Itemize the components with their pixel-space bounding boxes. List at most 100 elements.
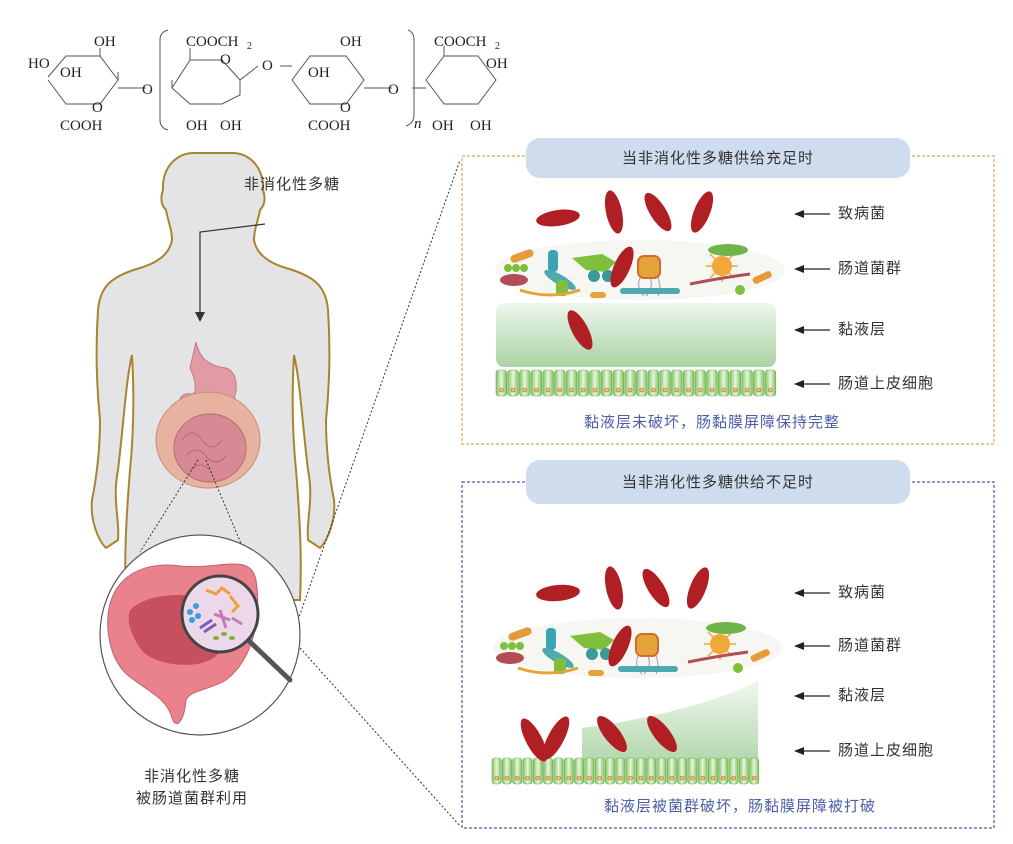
cell-nucleus [751, 775, 757, 781]
pathogen [608, 625, 632, 667]
cell-nucleus [627, 387, 633, 393]
pathogen [610, 246, 634, 288]
epithelial-cell [682, 369, 695, 397]
chem-label: OH [60, 65, 82, 81]
layer-label-microbiota: 肠道菌群 [794, 257, 902, 278]
cell-nucleus [522, 387, 528, 393]
epithelial-cell [615, 757, 626, 785]
cell-nucleus [576, 775, 582, 781]
chem-label: OH [340, 34, 362, 50]
pathogen [536, 209, 580, 227]
chem-label: OH [186, 118, 208, 134]
chem-label: OH [432, 118, 454, 134]
cell-nucleus [535, 775, 541, 781]
cell-nucleus [566, 775, 572, 781]
epithelial-cell [530, 369, 543, 397]
layer-label-pathogen: 致病菌 [794, 202, 886, 223]
cell-nucleus [510, 387, 516, 393]
epithelial-cell [697, 757, 708, 785]
chem-label: COOH [308, 118, 351, 134]
chem-label: OH [308, 65, 330, 81]
arrow-left-icon [794, 747, 830, 755]
cell-nucleus [651, 387, 656, 393]
cell-nucleus [741, 775, 747, 781]
panel-insufficient-illustration [491, 566, 783, 785]
chem-label: O [340, 100, 351, 116]
epithelial-cell [495, 369, 507, 397]
pathogen [686, 567, 710, 609]
pathogen [536, 584, 580, 602]
epithelial-cell [554, 369, 566, 397]
epithelial-cell [553, 757, 564, 785]
cell-nucleus [700, 775, 705, 781]
epithelial-cell [577, 369, 589, 397]
epithelial-cell [522, 757, 533, 785]
layer-label-text: 肠道上皮细胞 [838, 741, 935, 759]
epithelial-cell [764, 369, 777, 397]
epithelial-cell [694, 369, 706, 397]
layer-label-text: 黏液层 [838, 686, 887, 704]
epithelial-cell [563, 757, 574, 785]
epithelial-cell [677, 757, 687, 785]
layer-label-text: 肠道菌群 [838, 636, 903, 654]
epithelial-cell [635, 757, 646, 785]
layer-label-text: 肠道菌群 [838, 259, 903, 277]
epithelial-cell [656, 757, 667, 785]
cell-nucleus [697, 387, 703, 393]
cell-nucleus [768, 387, 773, 393]
panel-sufficient-illustration [495, 190, 785, 397]
panel-sufficient-caption: 黏液层未破坏，肠黏膜屏障保持完整 [584, 413, 841, 431]
arrow-left-icon [794, 265, 830, 273]
chem-label: O [142, 82, 153, 98]
pathogen [597, 715, 627, 753]
small-intestine [173, 413, 247, 483]
pathogen [642, 568, 670, 608]
chem-label: O [92, 100, 103, 116]
chem-label: OH [470, 118, 492, 134]
epithelial-cell [666, 757, 677, 785]
arrow-left-icon [794, 380, 830, 388]
cell-nucleus [534, 387, 539, 393]
cell-nucleus [690, 775, 695, 781]
epithelial-cell [501, 757, 512, 785]
epithelial-cell [749, 757, 760, 785]
epithelial-cell [659, 369, 671, 397]
panel-insufficient-title: 当非消化性多糖供给不足时 [526, 460, 910, 504]
mucus-layer-intact [496, 303, 776, 367]
epithelial-cell [729, 369, 741, 397]
epithelial-cell [741, 369, 753, 397]
layer-label-pathogen: 致病菌 [794, 581, 886, 602]
layer-label-epithelium: 肠道上皮细胞 [794, 739, 934, 760]
chem-label: COOCH [186, 34, 239, 50]
panel-insufficient-caption: 黏液层被菌群破坏，肠黏膜屏障被打破 [604, 797, 877, 815]
epithelial-cell [507, 369, 519, 397]
panel-sufficient-title: 当非消化性多糖供给充足时 [526, 138, 910, 178]
cell-nucleus [616, 387, 621, 393]
epithelial-cell [612, 369, 624, 397]
chem-label: 2 [495, 41, 500, 52]
cell-nucleus [710, 775, 716, 781]
cell-nucleus [556, 775, 561, 781]
epithelial-cell [565, 369, 578, 397]
cell-nucleus [659, 775, 664, 781]
cell-nucleus [662, 387, 668, 393]
chem-label: OH [486, 56, 508, 72]
cell-nucleus [504, 775, 510, 781]
gut-microbiota [493, 618, 783, 678]
arrow-left-icon [794, 210, 830, 218]
epithelial-cell [671, 369, 683, 397]
cell-nucleus [733, 387, 738, 393]
zoom-connector [205, 459, 243, 547]
chem-label: O [220, 52, 231, 68]
cell-nucleus [638, 775, 644, 781]
epithelial-cell [491, 757, 502, 785]
cell-nucleus [597, 775, 602, 781]
lens-bacteria [187, 586, 243, 640]
epithelial-cell [625, 757, 636, 785]
cell-nucleus [639, 387, 645, 393]
epithelial-cell [718, 757, 729, 785]
chem-label: 2 [247, 41, 252, 52]
epithelial-cell [753, 369, 765, 397]
epithelial-cell [706, 369, 718, 397]
epithelial-cells [495, 369, 777, 397]
